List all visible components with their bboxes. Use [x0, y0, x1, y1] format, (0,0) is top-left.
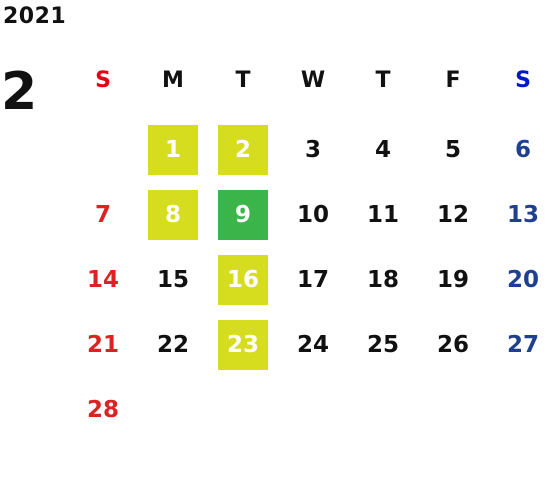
year-label: 2021 — [3, 4, 67, 29]
day-cell-21[interactable]: 21 — [86, 332, 119, 358]
day-cell-1[interactable]: 1 — [148, 125, 198, 175]
day-cell-19[interactable]: 19 — [436, 267, 469, 293]
day-cell-5[interactable]: 5 — [444, 137, 461, 163]
day-cell-24[interactable]: 24 — [296, 332, 329, 358]
day-cell-8[interactable]: 8 — [148, 190, 198, 240]
day-cell-7[interactable]: 7 — [94, 202, 111, 228]
day-cell-11[interactable]: 11 — [366, 202, 399, 228]
day-cell-4[interactable]: 4 — [374, 137, 391, 163]
day-cell-26[interactable]: 26 — [436, 332, 469, 358]
day-cell-22[interactable]: 22 — [156, 332, 189, 358]
weekday-header-wed: W — [300, 67, 326, 93]
weekday-header-mon: M — [162, 67, 184, 93]
day-cell-2[interactable]: 2 — [218, 125, 268, 175]
weekday-header-sat: S — [515, 67, 531, 93]
day-cell-10[interactable]: 10 — [296, 202, 329, 228]
day-cell-9[interactable]: 9 — [218, 190, 268, 240]
day-cell-12[interactable]: 12 — [436, 202, 469, 228]
day-cell-16[interactable]: 16 — [218, 255, 268, 305]
month-number: 2 — [1, 62, 38, 122]
day-cell-28[interactable]: 28 — [86, 397, 119, 423]
day-cell-14[interactable]: 14 — [86, 267, 119, 293]
weekday-header-sun: S — [95, 67, 111, 93]
weekday-header-fri: F — [445, 67, 461, 93]
day-cell-23[interactable]: 23 — [218, 320, 268, 370]
day-cell-3[interactable]: 3 — [304, 137, 321, 163]
day-cell-27[interactable]: 27 — [506, 332, 539, 358]
weekday-header-thu: T — [375, 67, 391, 93]
day-cell-25[interactable]: 25 — [366, 332, 399, 358]
day-cell-15[interactable]: 15 — [156, 267, 189, 293]
day-cell-13[interactable]: 13 — [506, 202, 539, 228]
weekday-header-tue: T — [235, 67, 251, 93]
day-cell-20[interactable]: 20 — [506, 267, 539, 293]
day-cell-6[interactable]: 6 — [514, 137, 531, 163]
day-cell-18[interactable]: 18 — [366, 267, 399, 293]
day-cell-17[interactable]: 17 — [296, 267, 329, 293]
